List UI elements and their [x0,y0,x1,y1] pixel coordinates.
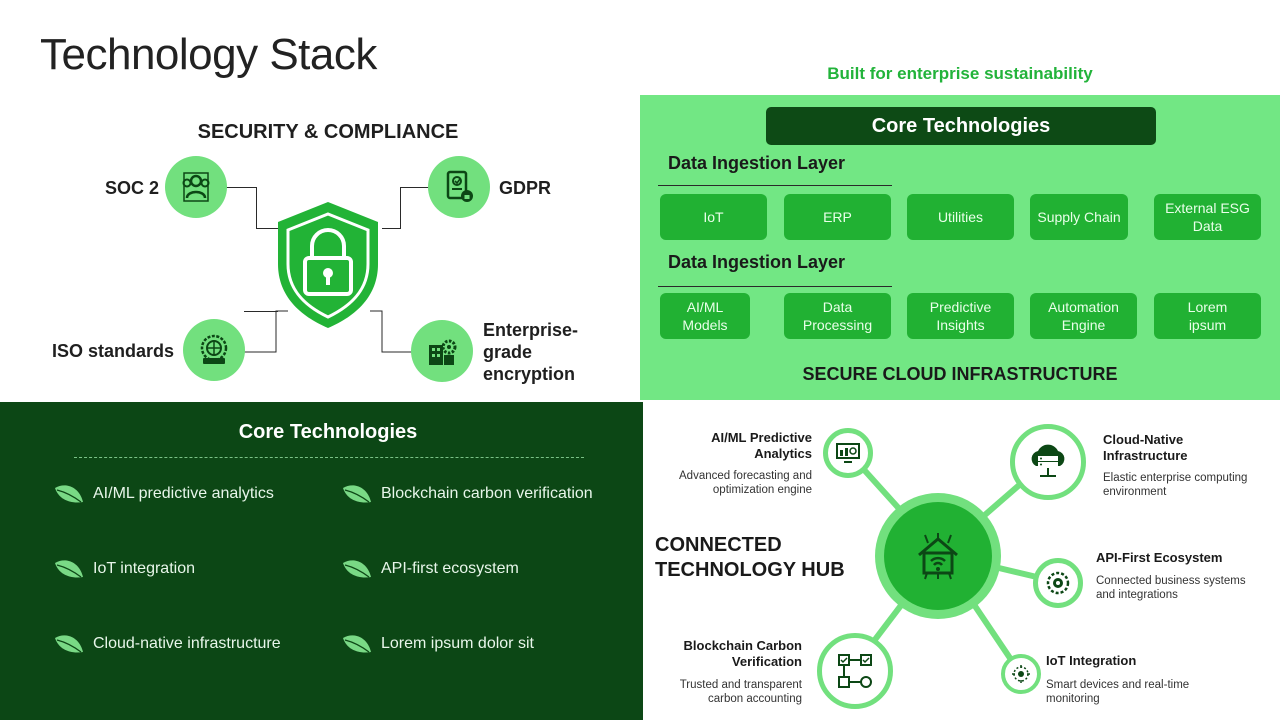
hub-title-line1: CONNECTED [655,534,782,556]
document-lock-icon [446,170,473,202]
feature-label: IoT integration [93,560,195,577]
feature-item: Lorem ipsum dolor sit [341,632,534,656]
node-iot-desc: Smart devices and real-time monitoring [1046,679,1190,705]
smart-home-icon [918,533,958,580]
feature-item: API-first ecosystem [341,557,519,581]
connector-gdpr-v [382,187,401,229]
feature-item: Cloud-native infrastructure [53,632,281,656]
chip-aiml-models: AI/ML Models [660,293,750,339]
hub-center [875,493,1001,619]
chip-predictive-insights: Predictive Insights [907,293,1014,339]
feature-label: AI/ML predictive analytics [93,485,274,502]
shield-lock-icon [278,202,378,328]
leaf-icon [343,635,371,653]
chip-supply-chain: Supply Chain [1030,194,1128,240]
encryption-badge [411,320,473,382]
iso-label: ISO standards [52,341,175,361]
features-title: Core Technologies [238,421,418,443]
leaf-icon [55,560,83,578]
layer-title-2: Data Ingestion Layer [668,252,846,272]
feature-item: IoT integration [53,557,195,581]
core-panel [640,95,1280,400]
feature-label: Blockchain carbon verification [381,485,593,502]
hub-title-line2: TECHNOLOGY HUB [655,559,845,581]
leaf-icon [55,635,83,653]
node-cloud-desc: Elastic enterprise computing environment [1103,472,1248,498]
globe-badge-icon [200,334,228,364]
chip-external-esg: External ESG Data [1154,194,1261,240]
gdpr-badge [428,156,490,218]
node-blockchain [817,633,893,709]
connector-iso [244,311,278,353]
features-divider [74,457,584,458]
api-gear-icon [1046,571,1070,595]
soc2-label: SOC 2 [105,178,160,198]
connector-soc2 [226,187,256,188]
iot-icon [1012,665,1030,683]
node-cloud [1010,424,1086,500]
leaf-icon [343,485,371,503]
node-blockchain-title: Blockchain Carbon Verification [683,638,802,669]
node-iot [1001,654,1041,694]
connector-soc2-v [256,187,278,229]
encryption-label: Enterprise-grade encryption [483,319,593,385]
soc2-badge [165,156,227,218]
feature-label: Lorem ipsum dolor sit [381,635,534,652]
node-aiml-title: AI/ML Predictive Analytics [711,430,812,461]
core-badge: Core Technologies [766,107,1156,145]
security-heading: SECURITY & COMPLIANCE [197,121,459,143]
hub-center-inner [884,502,992,610]
cloud-server-icon [1031,444,1065,477]
hub-title: CONNECTED TECHNOLOGY HUB [655,533,845,583]
building-gear-icon [429,339,457,365]
team-icon [182,172,210,202]
chip-automation-engine: Automation Engine [1030,293,1137,339]
feature-label: API-first ecosystem [381,560,519,577]
gdpr-label: GDPR [499,178,552,198]
node-cloud-title: Cloud-Native Infrastructure [1103,432,1188,463]
features-panel [0,402,643,720]
node-aiml-desc: Advanced forecasting and optimization en… [679,470,812,496]
chip-lorem-ipsum: Lorem ipsum [1154,293,1261,339]
monitor-chart-icon [836,443,860,463]
encryption-label-text: Enterprise-grade encryption [483,320,579,384]
chip-utilities: Utilities [907,194,1014,240]
chip-iot: IoT [660,194,767,240]
connector-gdpr [400,187,430,188]
tagline: Built for enterprise sustainability [827,64,1093,83]
iso-badge [183,319,245,381]
layer-divider-2 [658,286,892,287]
chip-erp: ERP [784,194,891,240]
blockchain-icon [838,654,872,688]
layer-title-1: Data Ingestion Layer [668,153,846,173]
feature-item: Blockchain carbon verification [341,482,593,506]
node-iot-title: IoT Integration [1046,653,1137,668]
connector-lower-lines [244,310,416,353]
infrastructure-label: SECURE CLOUD INFRASTRUCTURE [802,364,1118,384]
leaf-icon [55,485,83,503]
node-api-title: API-First Ecosystem [1096,550,1223,565]
node-blockchain-desc: Trusted and transparent carbon accountin… [679,679,802,705]
layer-divider-1 [658,185,892,186]
node-aiml [823,428,873,478]
page-title: Technology Stack [40,30,377,79]
chip-data-processing: Data Processing [784,293,891,339]
node-api [1033,558,1083,608]
feature-label: Cloud-native infrastructure [93,635,281,652]
feature-item: AI/ML predictive analytics [53,482,274,506]
node-api-desc: Connected business systems and integrati… [1096,575,1246,601]
leaf-icon [343,560,371,578]
